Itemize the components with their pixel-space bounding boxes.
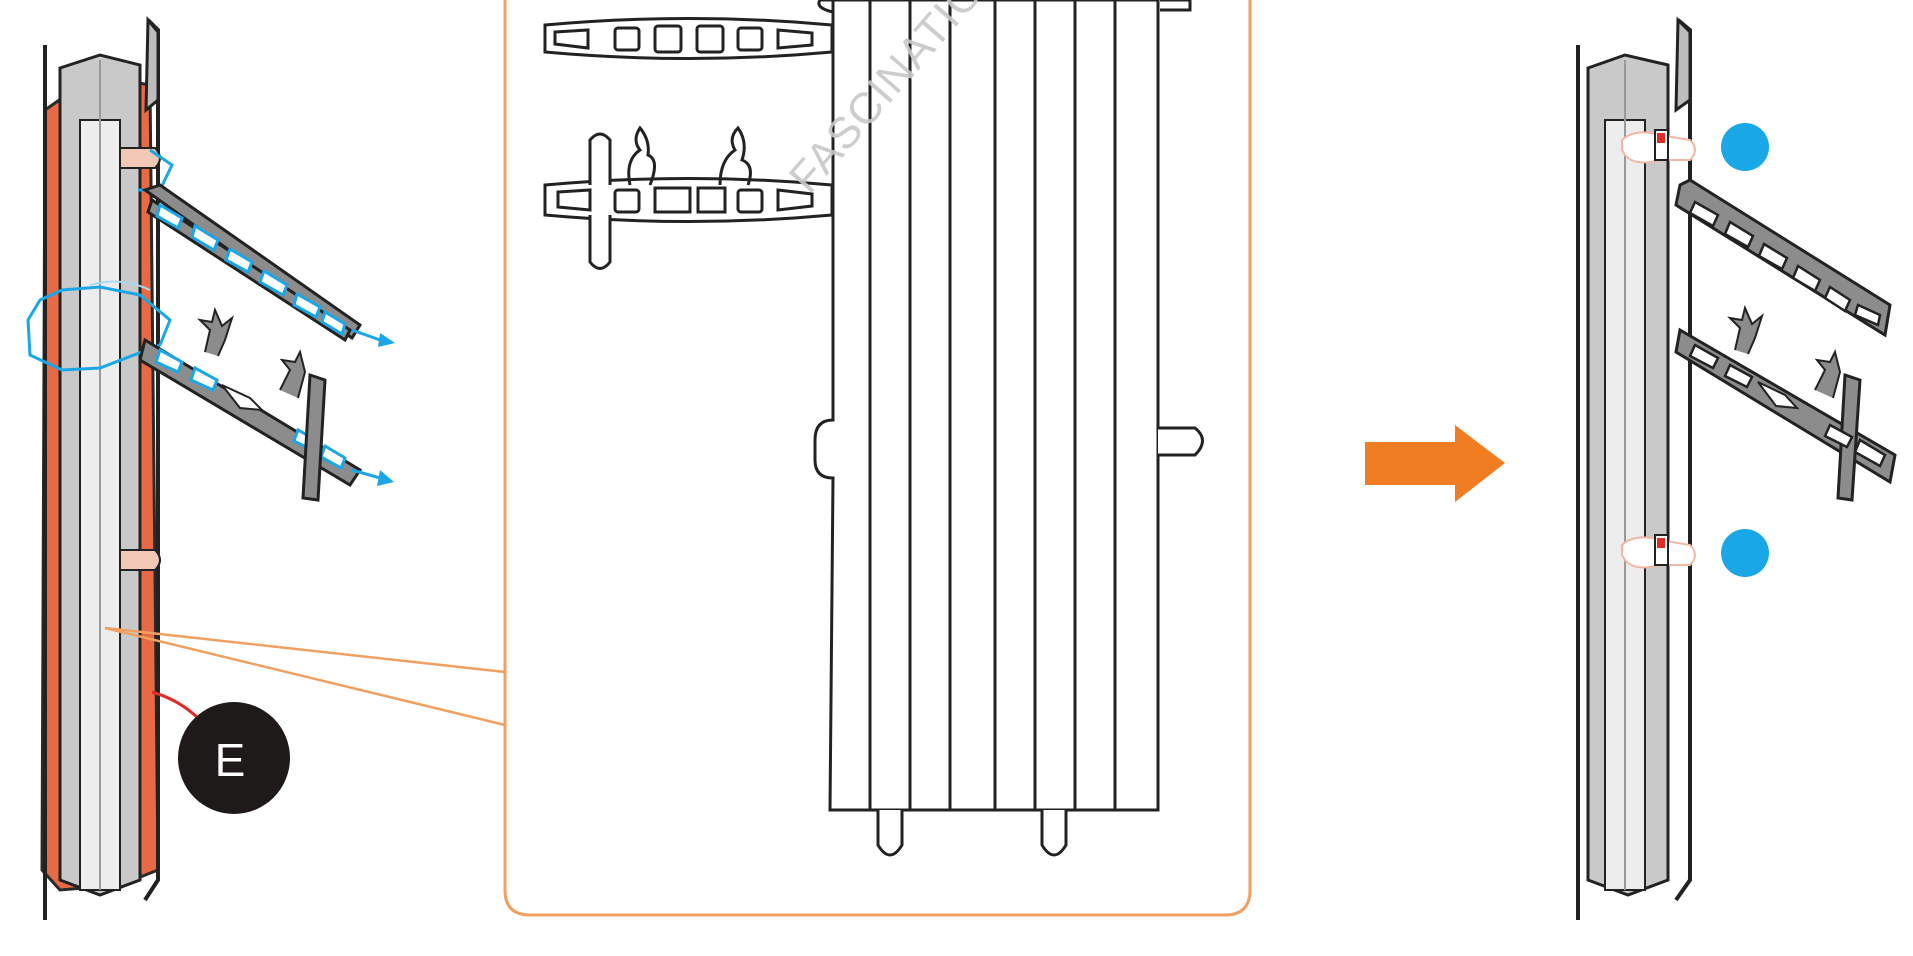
ladder-arm-plain-left (141, 183, 363, 343)
motion-arrow-icon (351, 328, 395, 347)
frame-border (503, 0, 1252, 917)
flat-ladder-antler (543, 125, 834, 270)
zoom-connector (104, 626, 506, 727)
lower-tab-left (119, 549, 161, 571)
next-step-arrow-icon (1365, 425, 1505, 502)
flat-ladder-plain (543, 17, 834, 60)
ladder-arm-plain-right (1674, 178, 1892, 338)
ladder-arm-antler-right (1674, 304, 1897, 502)
motion-arrow-icon (351, 468, 394, 486)
callout-badge-icon (178, 702, 290, 814)
action-dot-icon (1721, 123, 1769, 171)
zoom-detail-frame (503, 0, 1252, 917)
ladder-arm-antler-left (138, 306, 363, 502)
flat-post-sheet (813, 0, 1204, 857)
left-assembly (26, 15, 395, 920)
blue-guide-lower (26, 285, 172, 372)
right-assembly (1576, 16, 1897, 920)
action-dot-icon (1721, 529, 1769, 577)
pin-red-lower (1657, 538, 1665, 548)
callout-label: E (214, 734, 246, 786)
upper-tab-left (119, 147, 161, 169)
pin-red-upper (1657, 133, 1665, 143)
